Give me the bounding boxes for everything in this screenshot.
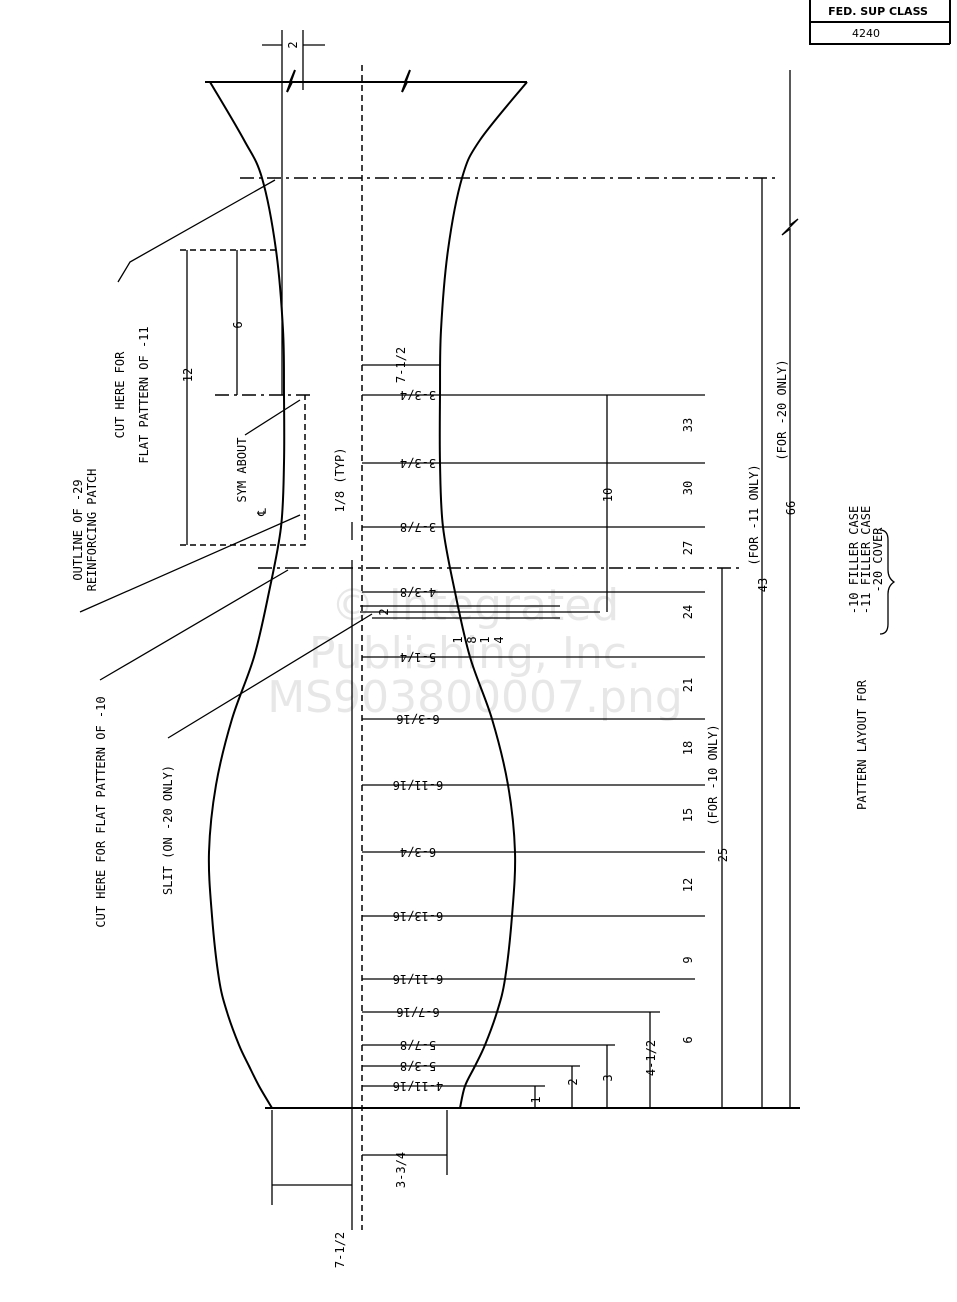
station-lines [362,394,705,1108]
dim-bottom-3-3-4: 3-3/4 [394,1152,408,1188]
station-width-label: 6-13/16 [393,909,444,923]
station-width-label: 5-1/4 [400,650,436,664]
station-spacing-label: 6 [681,1036,695,1043]
dim-top-gap: 2 [286,41,300,48]
station-spacing-label: 21 [681,678,695,692]
title-block-class-label: FED. SUP CLASS [828,5,928,18]
note-for-20: (FOR -20 ONLY) [775,359,789,460]
top-edge-break [205,69,527,93]
dim-patch-6: 6 [231,321,245,328]
watermark: © Integrated Publishing, Inc. MS90380000… [267,580,683,723]
dim-66: 66 [784,501,798,515]
note-pattern-layout: PATTERN LAYOUT FOR [855,679,869,810]
variant-11: -11 FILLER CASE [859,506,873,614]
dimension-values: 2 7-1/2 12 6 2 1 8 1 4 10 25 43 66 7-1/2… [181,41,798,1268]
cut-lines [180,177,775,1108]
leader-lines [79,179,373,739]
dim-43: 43 [756,578,770,592]
small-spacing-label: 1 [529,1096,543,1103]
title-block: FED. SUP CLASS 4240 [809,0,951,45]
station-width-label: 4-3/8 [400,585,436,599]
dim-10: 10 [601,488,615,502]
dim-bottom-half-width: 7-1/2 [333,1232,347,1268]
station-width-label: 6-3/16 [396,712,439,726]
station-spacing-label: 12 [681,878,695,892]
station-spacing-label: 27 [681,541,695,555]
watermark-line-3: MS903800007.png [267,672,683,723]
small-spacing-label: 4-1/2 [644,1040,658,1076]
dim-25: 25 [716,848,730,862]
leader-cut-11 [117,179,276,283]
station-width-label: 6-3/4 [400,845,436,859]
pattern-outline [205,30,800,1230]
brace [879,529,896,635]
leader-outline-29 [79,514,301,613]
dim-slit-1-4-den: 4 [492,636,506,643]
station-spacing-label: 18 [681,741,695,755]
note-cut-10: CUT HERE FOR FLAT PATTERN OF -10 [94,696,108,927]
dimension-lines [186,44,799,1186]
note-slit: SLIT (ON -20 ONLY) [161,765,175,895]
dim-slit-1-8-den: 8 [465,636,479,643]
notes: OUTLINE OF -29 REINFORCING PATCH CUT HER… [71,326,896,928]
dim-slit-1-4-num: 1 [478,636,492,643]
outline-left-curve [207,81,286,1109]
station-spacing-label: 9 [681,956,695,963]
station-width-label: 6-11/16 [393,778,444,792]
note-sym-line1: SYM ABOUT [235,437,249,502]
station-width-label: 6-7/16 [396,1005,439,1019]
leader-sym [244,399,301,436]
note-cut-11-line2: FLAT PATTERN OF -11 [137,326,151,463]
dim-patch-12: 12 [181,368,195,382]
station-spacing-label: 33 [681,418,695,432]
variant-20: -20 COVER [871,527,885,593]
outline-right-curve [438,81,528,1109]
slit-lines [360,605,600,619]
small-spacing-label: 3 [601,1074,615,1081]
small-spacing-label: 2 [566,1078,580,1085]
station-width-label: 3-3/4 [400,388,436,402]
note-sym-line2: ℄ [255,508,269,517]
dim-slit-2: 2 [377,608,391,615]
note-outline-29-line2: REINFORCING PATCH [85,469,99,592]
note-outline-29-line1: OUTLINE OF -29 [71,479,85,580]
patch-outline [180,249,306,546]
station-width-label: 3-7/8 [400,520,436,534]
extension-lines [271,30,448,1230]
station-width-label: 5-3/8 [400,1059,436,1073]
dim-slit-1-8-num: 1 [451,636,465,643]
note-for-10: (FOR -10 ONLY) [706,724,720,825]
station-spacing-label: 30 [681,481,695,495]
station-width-label: 5-7/8 [400,1038,436,1052]
title-block-class-number: 4240 [852,27,880,40]
dim-top-half-width: 7-1/2 [394,347,408,383]
station-labels: 3-3/4 3-3/4 3-7/8 4-3/8 5-1/4 6-3/16 6-11/16 6-… [393,388,695,1104]
station-width-label: 4-11/16 [393,1079,444,1093]
leader-slit [167,613,373,739]
station-spacing-label: 24 [681,605,695,619]
note-for-11: (FOR -11 ONLY) [747,464,761,565]
note-typ: 1/8 (TYP) [333,447,347,512]
station-width-label: 6-11/16 [393,972,444,986]
station-width-label: 3-3/4 [400,456,436,470]
station-spacing-label: 15 [681,808,695,822]
variant-10: -10 FILLER CASE [847,506,861,614]
note-cut-11-line1: CUT HERE FOR [113,351,127,438]
leader-cut-10 [99,569,289,681]
